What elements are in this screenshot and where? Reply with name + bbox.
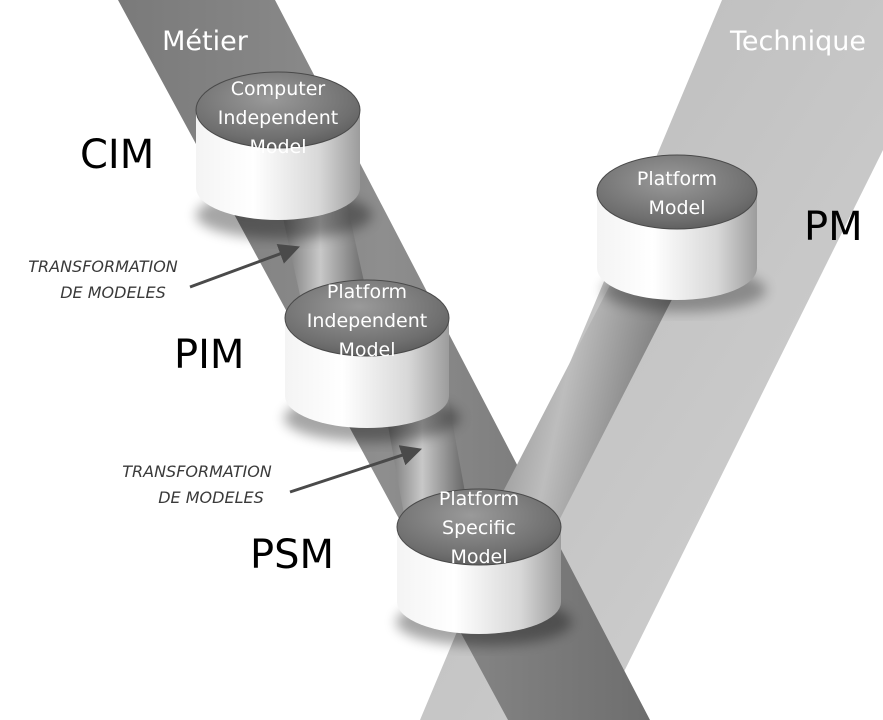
- node-pm-line-1: Platform: [637, 168, 717, 190]
- level-label-psm: PSM: [250, 532, 334, 578]
- transformation-2-line-1: TRANSFORMATION: [122, 462, 272, 481]
- transformation-1-line-2: DE MODELES: [60, 283, 166, 302]
- transformation-2-line-2: DE MODELES: [158, 488, 264, 507]
- node-cim-line-1: Computer: [231, 78, 326, 100]
- node-cim: Computer Independent Model: [195, 71, 372, 239]
- transformation-1-line-1: TRANSFORMATION: [28, 257, 178, 276]
- level-label-pm: PM: [804, 204, 863, 250]
- level-label-cim: CIM: [80, 132, 154, 178]
- level-label-pim: PIM: [174, 332, 244, 378]
- node-pim-line-2: Independent: [307, 310, 427, 332]
- transformation-annotation-1: TRANSFORMATION DE MODELES: [28, 243, 300, 302]
- transformation-1-arrow: [189, 243, 300, 289]
- node-pim-line-3: Model: [338, 339, 395, 361]
- node-cim-line-2: Independent: [218, 107, 338, 129]
- node-pim: Platform Independent Model: [284, 279, 460, 442]
- transformation-annotation-2: TRANSFORMATION DE MODELES: [122, 445, 422, 507]
- node-psm-line-1: Platform: [439, 488, 519, 510]
- node-psm-line-3: Model: [450, 546, 507, 568]
- node-cim-line-3: Model: [249, 136, 306, 158]
- node-psm-line-2: Specific: [442, 517, 516, 539]
- node-psm: Platform Specific Model: [396, 488, 572, 646]
- node-pm-line-2: Model: [648, 197, 705, 219]
- transformation-2-arrow: [289, 445, 422, 494]
- band-title-metier: Métier: [162, 26, 249, 57]
- node-pm: Platform Model: [596, 154, 766, 312]
- band-title-technique: Technique: [729, 26, 866, 57]
- node-pim-line-1: Platform: [327, 281, 407, 303]
